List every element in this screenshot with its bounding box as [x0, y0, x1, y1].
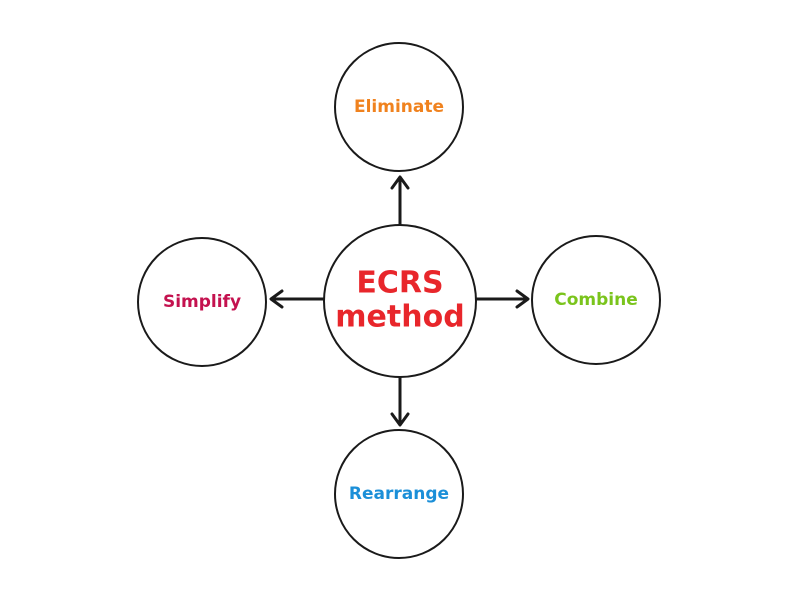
node-simplify: Simplify [137, 237, 267, 367]
arrow-to-eliminate [390, 175, 410, 232]
arrow-to-rearrange [390, 375, 410, 427]
arrow-to-combine [474, 289, 530, 309]
node-combine-label: Combine [554, 290, 638, 310]
arrow-to-simplify [269, 289, 326, 309]
center-title-line2: method [335, 300, 464, 335]
node-eliminate-label: Eliminate [354, 97, 444, 117]
center-title-line1: ECRS [356, 266, 443, 301]
node-eliminate: Eliminate [334, 42, 464, 172]
node-simplify-label: Simplify [163, 292, 241, 312]
center-node: ECRS method [323, 224, 477, 378]
connectors [269, 175, 530, 427]
node-rearrange-label: Rearrange [349, 484, 449, 504]
node-rearrange: Rearrange [334, 429, 464, 559]
node-combine: Combine [531, 235, 661, 365]
